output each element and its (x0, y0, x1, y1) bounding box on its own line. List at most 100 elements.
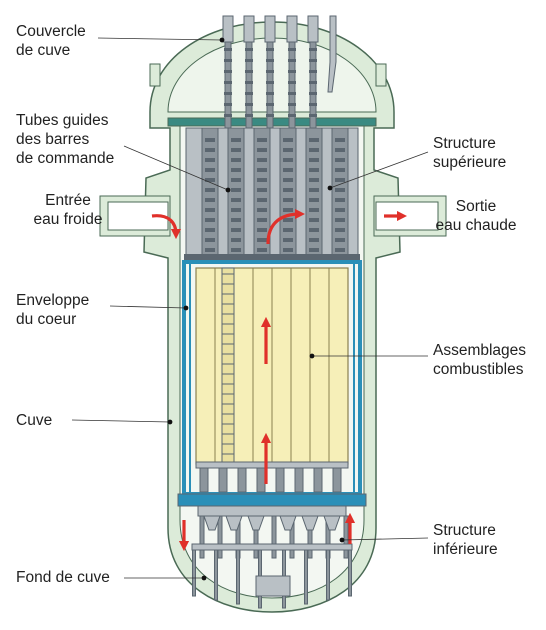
fuel-foot (313, 467, 323, 493)
fuel-foot (294, 467, 304, 493)
guide-tube-slot (283, 208, 293, 212)
guide-tube-slot (335, 208, 345, 212)
guide-tube-slot (231, 218, 241, 222)
drive-shaft-joint (245, 59, 253, 62)
drive-shaft-joint (266, 59, 274, 62)
guide-tube-slot (283, 158, 293, 162)
bottom-penetration-6 (304, 549, 308, 605)
drive-shaft-joint (309, 92, 317, 95)
guide-tube-slot (309, 138, 319, 142)
lower-support-column (271, 515, 277, 559)
guide-tube-slot (335, 138, 345, 142)
label-structure-superieure: Structure supérieure (433, 135, 507, 171)
guide-tube-slot (231, 148, 241, 152)
guide-tube-slot (283, 238, 293, 242)
guide-tube-slot (283, 138, 293, 142)
leader-structure-superieure (329, 151, 429, 189)
guide-tube-slot (205, 238, 215, 242)
bottom-penetration-2 (214, 549, 218, 601)
drive-shaft-joint (309, 114, 317, 117)
drive-shaft-joint (224, 70, 232, 73)
leader-couvercle-dot (219, 37, 225, 43)
guide-tube-slot (283, 168, 293, 172)
flow-distributor-5 (301, 515, 319, 531)
guide-tube-slot (257, 198, 267, 202)
label-structure-inferieure: Structure inférieure (433, 522, 498, 558)
lower-support-column (343, 515, 349, 559)
upper-core-plate (184, 254, 360, 262)
guide-tube-slot (205, 248, 215, 252)
guide-tube-slot (231, 238, 241, 242)
instrument-tube (327, 15, 337, 93)
drive-shaft-joint (309, 103, 317, 106)
lower-support-column (217, 515, 223, 559)
guide-tube-slot (335, 238, 345, 242)
guide-tube-slot (205, 188, 215, 192)
lower-core-plate (177, 493, 367, 507)
guide-tube-slot (231, 138, 241, 142)
guide-tube-slot (257, 138, 267, 142)
flow-distributor-6 (323, 515, 341, 531)
drive-shaft-joint (309, 48, 317, 51)
guide-tube-slot (205, 198, 215, 202)
drive-shaft-joint (266, 81, 274, 84)
guide-tube-slot (335, 188, 345, 192)
leader-cuve (71, 419, 171, 423)
drive-shaft-joint (288, 70, 296, 73)
flow-distributor-2 (225, 515, 243, 531)
drive-shaft-1 (224, 41, 232, 129)
leader-enveloppe (109, 305, 187, 309)
fuel-foot (256, 467, 266, 493)
label-sortie-eau-chaude: Sortie eau chaude (435, 198, 517, 234)
drive-shaft-joint (245, 70, 253, 73)
guide-tube-slot (257, 238, 267, 242)
label-assemblages-combustibles: Assemblages combustibles (433, 342, 527, 378)
guide-tube-slot (283, 198, 293, 202)
flow-distributor-4 (279, 515, 297, 531)
drive-mechanism-housing-3 (264, 15, 276, 43)
guide-tube-slot (205, 228, 215, 232)
guide-tube-slot (309, 218, 319, 222)
control-rod-bundle (221, 267, 235, 465)
lower-support-plate (197, 505, 347, 517)
guide-tube-slot (309, 158, 319, 162)
arrow-inlet-flow (151, 214, 182, 240)
bottom-support-block (255, 575, 291, 597)
drive-shaft-joint (288, 48, 296, 51)
leader-enveloppe-dot (183, 305, 189, 311)
guide-tube-slot (335, 158, 345, 162)
flow-distributor-1 (203, 515, 221, 531)
guide-tube-slot (309, 168, 319, 172)
guide-tube-slot (309, 198, 319, 202)
drive-shaft-joint (288, 81, 296, 84)
drive-shaft-3 (266, 41, 274, 129)
drive-shaft-joint (288, 114, 296, 117)
drive-shaft-joint (245, 81, 253, 84)
bottom-penetration-7 (326, 549, 330, 601)
drive-mechanism-housing-1 (222, 15, 234, 43)
drive-shaft-joint (245, 103, 253, 106)
arrow-outlet-turn (266, 208, 306, 245)
label-tubes-guides: Tubes guides des barres de commande (16, 112, 115, 167)
label-fond-de-cuve: Fond de cuve (16, 569, 110, 586)
fuel-foot (275, 467, 285, 493)
guide-tube-slot (257, 218, 267, 222)
guide-tube-slot (335, 198, 345, 202)
guide-tube-slot (257, 188, 267, 192)
fuel-foot (237, 467, 247, 493)
drive-mechanism-housing-4 (286, 15, 298, 43)
guide-tube-slot (205, 218, 215, 222)
guide-tube-slot (257, 228, 267, 232)
leader-fond-de-cuve-dot (201, 575, 207, 581)
fuel-foot (332, 467, 342, 493)
guide-tube-slot (231, 208, 241, 212)
guide-tube-slot (257, 158, 267, 162)
drive-shaft-joint (224, 114, 232, 117)
guide-tube-slot (257, 248, 267, 252)
guide-tube-slot (257, 168, 267, 172)
guide-tube-slot (205, 208, 215, 212)
guide-tube-slot (205, 138, 215, 142)
flow-distributor-3 (247, 515, 265, 531)
label-couvercle-de-cuve: Couvercle de cuve (16, 23, 86, 59)
